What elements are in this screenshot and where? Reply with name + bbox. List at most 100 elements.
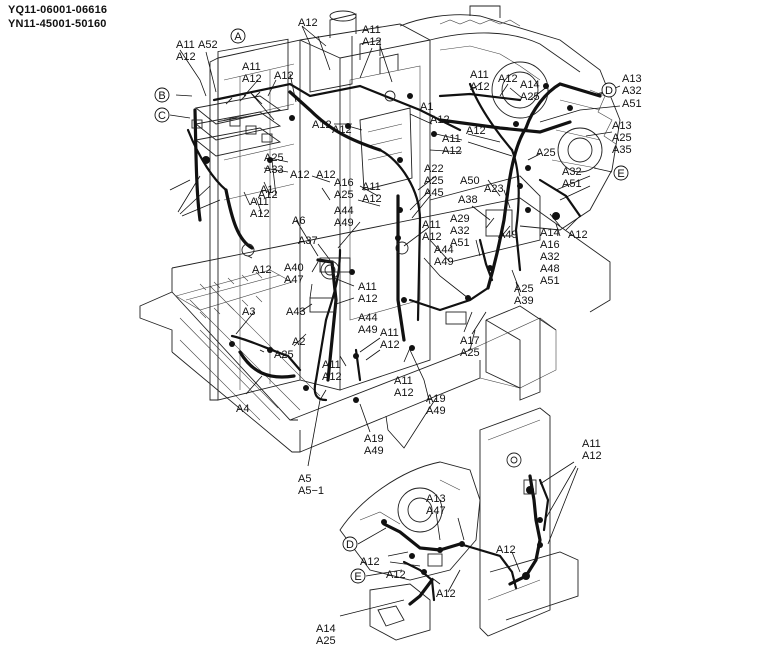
part-label-l59-line-1: A11	[582, 438, 601, 450]
part-label-l36-line-1: A4	[236, 403, 249, 415]
part-label-l9-line-1: A12	[312, 119, 332, 131]
part-label-l23-line-2: A12	[422, 231, 442, 243]
callout-circles: A B C D E D E	[154, 28, 629, 584]
callout-d: D	[601, 82, 617, 98]
part-label-l64-line-1: A12	[436, 588, 456, 600]
part-label-l29-line-1: A3	[242, 306, 255, 318]
part-label-l31-line-1: A2	[292, 336, 305, 348]
part-label-l26-line-1: A40	[284, 262, 304, 274]
part-label-l60-line-1: A13	[426, 493, 446, 505]
part-label-l43-line-1: A14	[520, 79, 540, 91]
part-label-l21-line-1: A44	[334, 205, 354, 217]
part-label-l41-line-2: A12	[470, 81, 490, 93]
part-label-l21-line-2: A49	[334, 217, 354, 229]
part-label-l16-line-2: A12	[250, 208, 270, 220]
svg-text:E: E	[354, 571, 361, 583]
part-label-l37-line-2: A12	[394, 387, 414, 399]
connectors-upper	[191, 83, 573, 403]
part-label-l38-line-2: A49	[426, 405, 446, 417]
callout-d-inset: D	[342, 536, 358, 552]
callout-e-inset: E	[350, 568, 366, 584]
part-label-l1-line-2: A12	[176, 51, 196, 63]
part-label-l15-line-1: A12	[290, 169, 310, 181]
part-label-l55-line-3: A32	[540, 251, 560, 263]
part-label-l22-line-3: A45	[424, 187, 444, 199]
part-label-l56-line-1: A12	[568, 229, 588, 241]
part-label-l34-line-2: A12	[380, 339, 400, 351]
base-frame	[139, 197, 611, 453]
part-label-l7-line-1: A1	[420, 101, 433, 113]
part-label-l44-line-2: A32	[622, 85, 642, 97]
part-label-l18-line-2: A25	[334, 189, 354, 201]
part-label-l48-line-2: A25	[612, 132, 632, 144]
part-label-l44-line-1: A13	[622, 73, 642, 85]
part-label-l30-line-1: A43	[286, 306, 306, 318]
part-label-l57-line-1: A25	[514, 283, 534, 295]
part-label-l11-line-2: A12	[442, 145, 462, 157]
part-label-l50-line-1: A23	[484, 183, 504, 195]
part-label-l39-line-2: A49	[364, 445, 384, 457]
part-label-l19-line-2: A12	[362, 193, 382, 205]
part-label-l51-line-1: A32	[562, 166, 582, 178]
callout-b: B	[154, 87, 170, 103]
part-label-l55-line-5: A51	[540, 275, 560, 287]
svg-text:E: E	[617, 168, 624, 180]
part-label-l4-line-1: A12	[274, 70, 294, 82]
part-label-l19-line-1: A11	[362, 181, 381, 193]
part-label-l1-line-1: A11	[176, 39, 195, 51]
part-label-l27-line-1: A11	[358, 281, 377, 293]
part-label-l8-line-1: A12	[430, 114, 450, 126]
part-label-l58-line-2: A25	[460, 347, 480, 359]
part-label-l51-line-2: A51	[562, 178, 582, 190]
part-label-l3-line-1: A11	[242, 61, 261, 73]
part-label-l39-line-1: A19	[364, 433, 384, 445]
inset-assembly	[339, 407, 579, 641]
part-label-l60-line-2: A47	[426, 505, 446, 517]
part-label-l34-line-1: A11	[380, 327, 399, 339]
part-label-l38-line-1: A19	[426, 393, 446, 405]
part-label-l59-line-2: A12	[582, 450, 602, 462]
svg-text:C: C	[158, 110, 166, 122]
part-label-l27-line-2: A12	[358, 293, 378, 305]
part-label-l48-line-3: A35	[612, 144, 632, 156]
part-label-l2-line-1: A52	[198, 39, 218, 51]
part-label-l14-line-1: A1	[260, 184, 273, 196]
serial-range-2: YN11-45001-50160	[8, 18, 107, 30]
part-label-l32-line-1: A25	[274, 349, 294, 361]
part-label-l63-line-1: A12	[496, 544, 516, 556]
part-label-l54-line-1: A49	[498, 229, 518, 241]
part-label-l17-line-1: A12	[316, 169, 336, 181]
part-label-l48-line-1: A13	[612, 120, 632, 132]
leader-lines	[169, 25, 621, 617]
part-label-l40-line-2: A5−1	[298, 485, 324, 497]
part-label-l3-line-2: A12	[242, 73, 262, 85]
part-label-l5-line-1: A12	[298, 17, 318, 29]
part-label-l33-line-1: A44	[358, 312, 378, 324]
part-label-l28-line-2: A49	[434, 256, 454, 268]
part-label-l22-line-1: A22	[424, 163, 444, 175]
part-label-l28-line-1: A44	[434, 244, 454, 256]
svg-text:D: D	[346, 539, 354, 551]
part-label-l25-line-1: A12	[252, 264, 272, 276]
part-label-l45-line-1: A51	[622, 98, 642, 110]
part-label-l10-line-1: A12	[332, 124, 352, 136]
part-label-l13-line-1: A12	[258, 189, 278, 201]
part-label-l58-line-1: A17	[460, 335, 480, 347]
part-label-l35-line-2: A12	[322, 371, 342, 383]
part-label-l65-line-2: A25	[316, 635, 336, 647]
serial-range-1: YQ11-06001-06616	[8, 4, 108, 16]
part-label-l52-line-1: A38	[458, 194, 478, 206]
part-label-l6-line-2: A12	[362, 36, 382, 48]
part-label-l18-line-1: A16	[334, 177, 354, 189]
part-label-l65-line-1: A14	[316, 623, 336, 635]
callout-a: A	[230, 28, 246, 44]
part-label-l11-line-1: A11	[442, 133, 461, 145]
part-label-l62-line-1: A12	[386, 569, 406, 581]
part-label-l33-line-2: A49	[358, 324, 378, 336]
part-label-l46-line-1: A12	[466, 125, 486, 137]
part-label-l53-line-2: A32	[450, 225, 470, 237]
callout-e: E	[613, 165, 629, 181]
part-label-l55-line-2: A16	[540, 239, 560, 251]
